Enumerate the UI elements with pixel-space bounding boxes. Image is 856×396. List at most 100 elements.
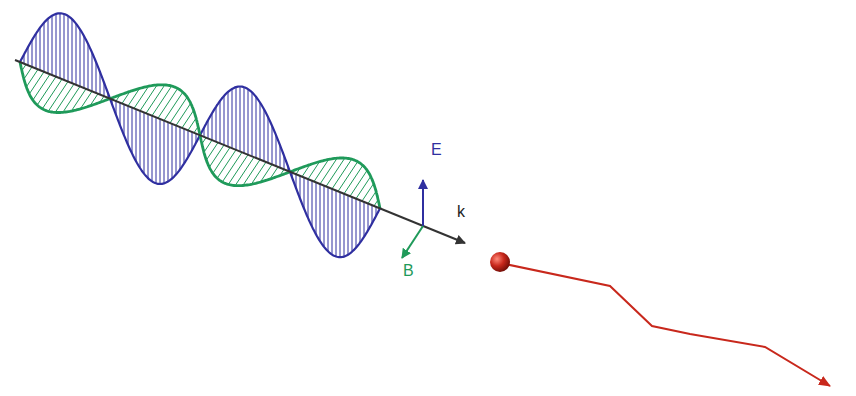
e-hatch-line (152, 116, 153, 182)
e-hatch-line (160, 119, 161, 184)
e-hatch-line (40, 28, 41, 70)
b-hatch-line (326, 158, 345, 186)
b-hatch-line (213, 147, 230, 173)
e-hatch-line (272, 126, 273, 165)
e-hatch-line (180, 127, 181, 169)
e-hatch-line (76, 24, 77, 85)
e-hatch-line (240, 87, 241, 152)
e-hatch-line (124, 104, 125, 135)
e-hatch-line (44, 23, 45, 72)
particle-path (505, 264, 830, 386)
b-hatch-line (188, 118, 196, 130)
e-hatch-line (220, 101, 221, 143)
e-hatch-line (80, 29, 81, 86)
e-hatch-line (336, 191, 337, 257)
e-hatch-line (312, 181, 313, 227)
b-hatch-line (55, 84, 74, 112)
e-hatch-line (140, 111, 141, 168)
e-hatch-line (256, 97, 257, 158)
e-hatch-line (64, 14, 65, 80)
e-hatch-line (224, 96, 225, 145)
b-hatch-line (350, 170, 367, 196)
e-hatch-line (328, 187, 329, 251)
b-field-label: B (403, 262, 414, 280)
e-hatch-line (260, 102, 261, 159)
b-hatch-line (228, 155, 248, 185)
e-hatch-line (36, 34, 37, 69)
e-hatch-line (96, 62, 97, 93)
b-hatch-line (368, 191, 376, 203)
b-hatch-line (42, 79, 62, 109)
b-hatch-line (146, 85, 165, 113)
e-hatch-line (228, 92, 229, 147)
e-hatch-line (144, 112, 145, 173)
b-hatch-line (356, 176, 371, 198)
b-hatch-line (164, 92, 183, 120)
b-hatch-line (217, 150, 236, 178)
e-hatch-line (216, 107, 217, 142)
b-hatch-line (24, 67, 32, 79)
b-hatch-line (33, 74, 50, 100)
e-hatch-line (32, 40, 33, 67)
b-hatch-line (29, 72, 44, 94)
e-field-label: E (431, 141, 442, 159)
b-hatch-line (37, 77, 56, 105)
b-hatch-line (170, 97, 187, 123)
e-hatch-line (332, 189, 333, 255)
e-hatch-line (56, 14, 57, 77)
e-hatch-line (340, 192, 341, 257)
particle (490, 252, 510, 272)
e-hatch-line (364, 202, 365, 237)
e-hatch-line (352, 197, 353, 252)
b-hatch-line (48, 82, 68, 112)
e-hatch-line (248, 89, 249, 155)
b-hatch-line (235, 157, 254, 185)
e-hatch-line (68, 16, 69, 82)
e-hatch-line (264, 109, 265, 161)
e-hatch-line (52, 16, 53, 75)
e-vector (422, 180, 424, 226)
e-hatch-line (60, 13, 61, 78)
e-hatch-line (88, 44, 89, 90)
e-hatch-line (168, 122, 169, 181)
e-hatch-line (172, 124, 173, 179)
b-hatch-line (158, 88, 178, 118)
b-hatch-line (209, 145, 224, 167)
e-hatch-line (304, 178, 305, 209)
e-hatch-line (360, 200, 361, 242)
e-hatch-line (164, 121, 165, 184)
k-axis (15, 60, 465, 243)
e-hatch-line (356, 199, 357, 248)
e-hatch-line (244, 87, 245, 153)
b-hatch-line (344, 165, 363, 193)
e-hatch-line (252, 92, 253, 156)
e-hatch-line (368, 204, 369, 231)
b-hatch-line (338, 162, 358, 192)
e-hatch-line (92, 53, 93, 92)
e-hatch-line (156, 117, 157, 183)
e-hatch-line (320, 184, 321, 241)
e-hatch-line (148, 114, 149, 178)
b-hatch-line (176, 103, 191, 125)
e-hatch-line (84, 36, 85, 88)
e-hatch-line (72, 19, 73, 83)
e-hatch-line (48, 19, 49, 74)
b-hatch-line (332, 159, 352, 189)
b-hatch-line (222, 152, 242, 182)
e-hatch-line (132, 108, 133, 154)
e-hatch-line (232, 89, 233, 148)
e-hatch-line (348, 195, 349, 254)
e-hatch-line (316, 182, 317, 234)
k-vector-label: k (457, 203, 465, 221)
e-hatch-line (136, 109, 137, 161)
e-hatch-line (236, 87, 237, 150)
e-hatch-line (308, 179, 309, 218)
b-vector (402, 226, 423, 258)
e-hatch-line (184, 129, 185, 164)
b-hatch-line (152, 86, 172, 116)
e-hatch-line (276, 135, 277, 166)
e-hatch-line (268, 117, 269, 163)
b-hatch-line (204, 140, 212, 152)
e-hatch-line (324, 186, 325, 247)
